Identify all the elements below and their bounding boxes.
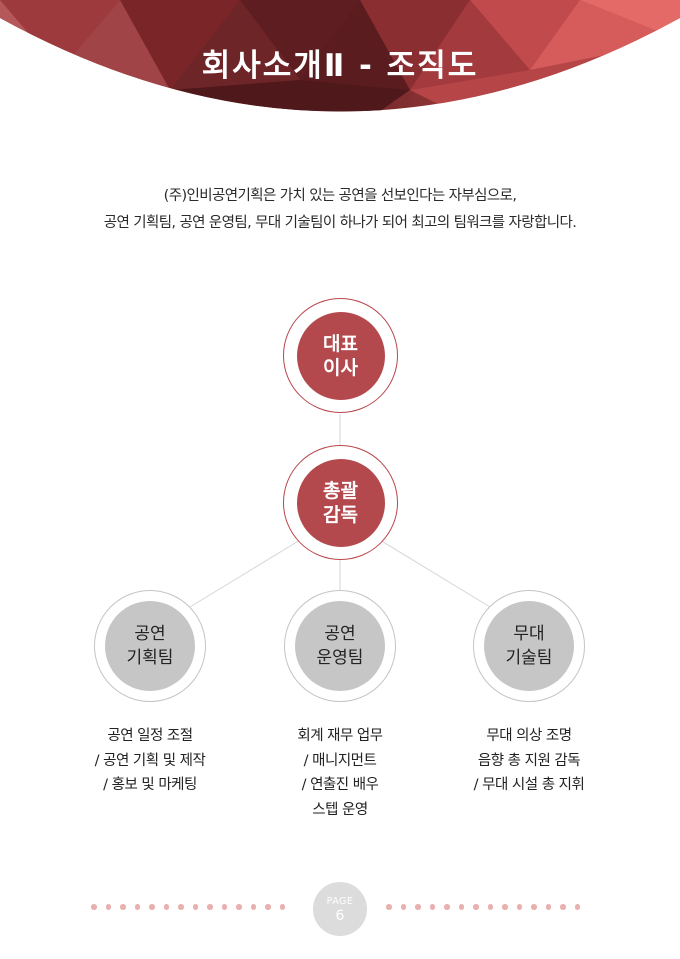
team-node-planning: 공연 기획팀 <box>94 590 206 702</box>
team-label-line2: 운영팀 <box>316 648 364 668</box>
team-label-line2: 기획팀 <box>126 648 174 668</box>
page-number: 6 <box>335 907 345 924</box>
team-node-operations: 공연 운영팀 <box>284 590 396 702</box>
footer-dots-right <box>386 904 580 910</box>
desc-line: / 무대 시설 총 지휘 <box>473 777 585 793</box>
team-desc-technical: 무대 의상 조명 음향 총 지원 감독 / 무대 시설 총 지휘 <box>434 724 624 798</box>
ceo-label-line2: 이사 <box>323 356 358 379</box>
team-circle: 무대 기술팀 <box>484 601 574 691</box>
desc-line: / 홍보 및 마케팅 <box>103 777 197 793</box>
page-number-badge: PAGE 6 <box>313 882 367 936</box>
director-label-line1: 총괄 <box>323 479 358 502</box>
ceo-node: 대표 이사 <box>283 298 398 413</box>
ceo-circle: 대표 이사 <box>296 311 385 400</box>
director-node: 총괄 감독 <box>283 445 398 560</box>
intro-line: 공연 기획팀, 공연 운영팀, 무대 기술팀이 하나가 되어 최고의 팀워크를 … <box>103 215 577 231</box>
header-background <box>0 0 680 112</box>
desc-line: 무대 의상 조명 <box>486 728 572 744</box>
team-circle: 공연 운영팀 <box>295 601 385 691</box>
desc-line: 공연 일정 조절 <box>107 728 193 744</box>
team-desc-planning: 공연 일정 조절 / 공연 기획 및 제작 / 홍보 및 마케팅 <box>55 724 245 798</box>
desc-line: 스텝 운영 <box>312 801 368 818</box>
team-label-line2: 기술팀 <box>505 648 553 668</box>
connector-director-planning <box>189 539 301 608</box>
desc-line: 음향 총 지원 감독 <box>477 752 581 769</box>
header-banner: 회사소개Ⅱ - 조직도 <box>0 0 680 125</box>
team-node-technical: 무대 기술팀 <box>473 590 585 702</box>
connector-director-technical <box>379 539 491 608</box>
page-title: 회사소개Ⅱ - 조직도 <box>201 48 479 84</box>
director-label-line2: 감독 <box>323 503 358 526</box>
team-desc-operations: 회계 재무 업무 / 매니지먼트 / 연출진 배우 스텝 운영 <box>245 724 435 822</box>
desc-line: / 연출진 배우 <box>301 777 379 793</box>
team-label-line1: 공연 <box>134 624 166 644</box>
ceo-label-line1: 대표 <box>323 332 358 355</box>
director-circle: 총괄 감독 <box>296 458 385 547</box>
desc-line: 회계 재무 업무 <box>297 728 383 744</box>
team-label-line1: 무대 <box>513 624 545 644</box>
desc-line: / 매니지먼트 <box>303 752 377 769</box>
intro-line: (주)인비공연기획은 가치 있는 공연을 선보인다는 자부심으로, <box>163 188 517 204</box>
desc-line: / 공연 기획 및 제작 <box>94 752 206 769</box>
footer-dots-left <box>91 904 285 910</box>
team-circle: 공연 기획팀 <box>105 601 195 691</box>
intro-text: (주)인비공연기획은 가치 있는 공연을 선보인다는 자부심으로, 공연 기획팀… <box>0 183 680 237</box>
page-label: PAGE <box>326 895 354 907</box>
team-label-line1: 공연 <box>324 624 356 644</box>
